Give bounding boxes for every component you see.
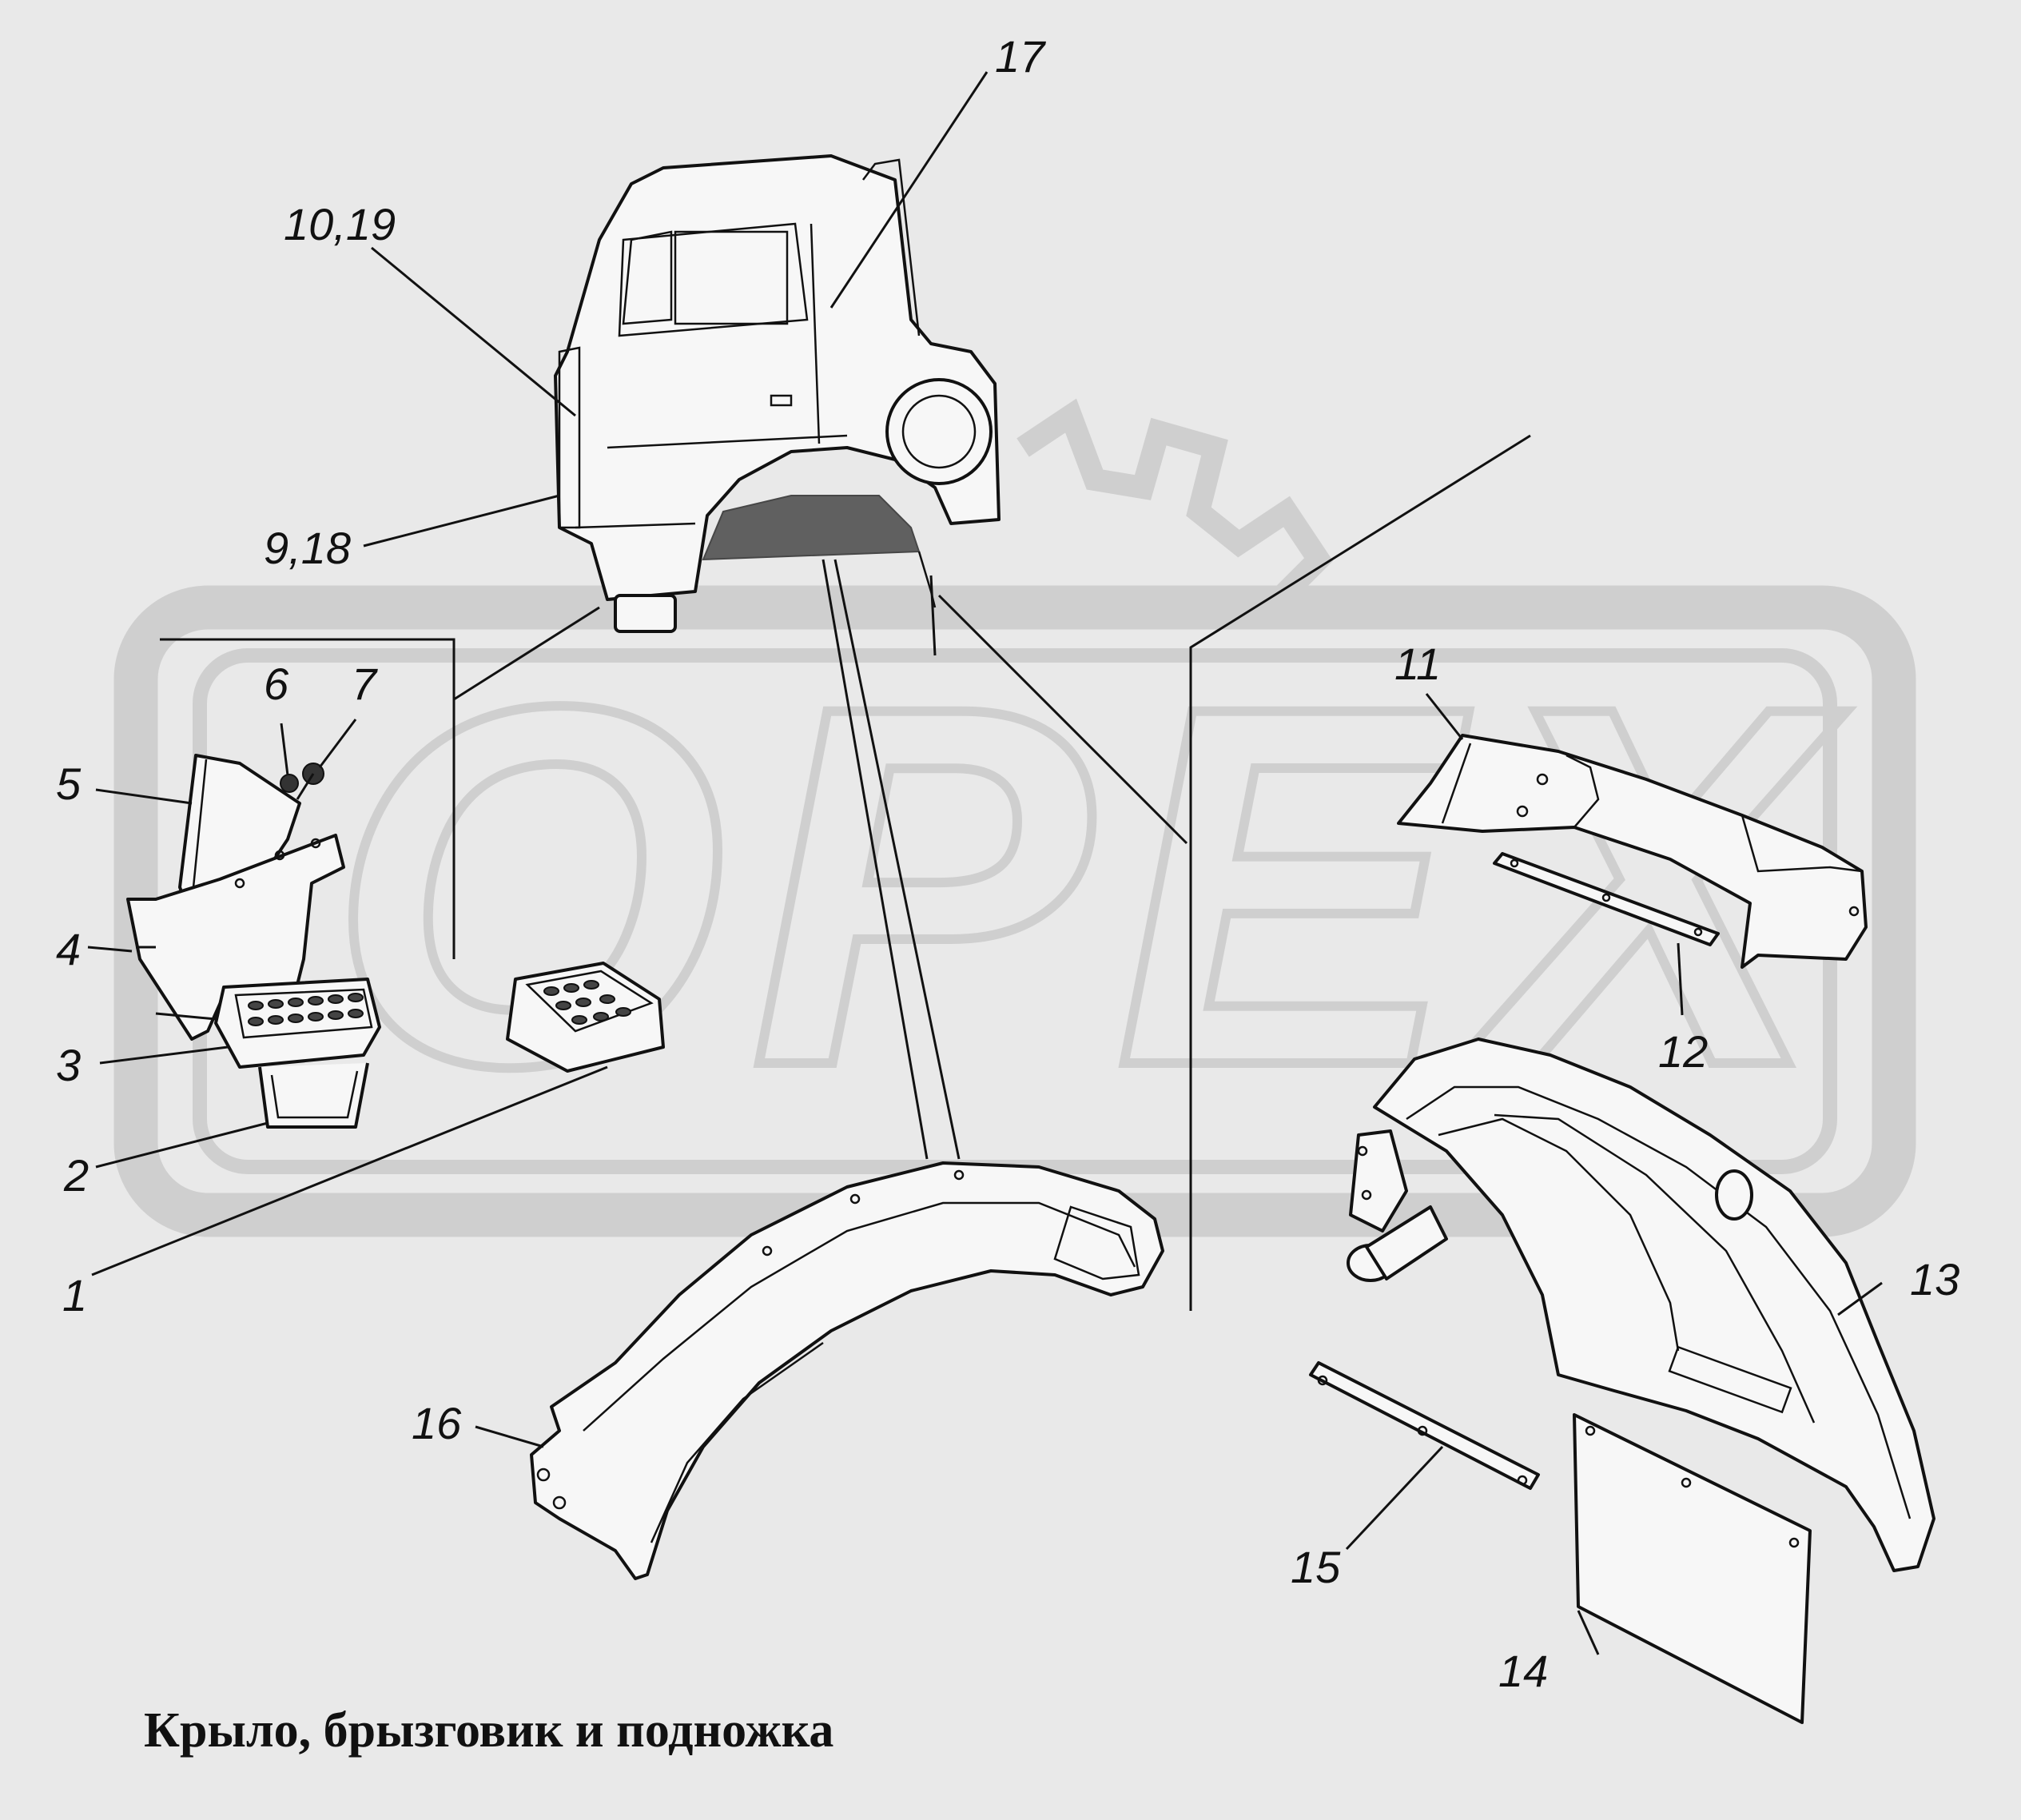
callout-11: 11 [1394, 639, 1441, 689]
truck-cab [554, 154, 1001, 633]
callout-1: 1 [62, 1270, 87, 1320]
callout-14: 14 [1498, 1646, 1548, 1696]
strip-part-15 [1309, 1361, 1540, 1490]
callout-4: 4 [56, 924, 81, 974]
mudflap-part-14 [1573, 1413, 1812, 1724]
callout-13: 13 [1910, 1254, 1959, 1304]
callout-3: 3 [56, 1040, 81, 1090]
bolt-part-6 [280, 774, 299, 793]
step-frame-part-2 [258, 1062, 369, 1129]
strip-part-12 [1493, 852, 1720, 946]
connector-lines [160, 434, 1531, 1311]
callout-2: 2 [63, 1150, 89, 1201]
callout-labels: 17 10,19 9,18 6 7 7 5 4 3 2 1 11 12 13 1… [56, 31, 1959, 1696]
bolt-part-7 [296, 763, 324, 800]
figure-caption: Крыло, брызговик и подножка [144, 1703, 833, 1758]
callout-5: 5 [56, 759, 82, 809]
callout-6: 6 [264, 659, 289, 709]
step-part-3 [214, 978, 381, 1069]
fender-part-16 [530, 1161, 1164, 1580]
callout-9-18: 9,18 [264, 523, 351, 573]
step-part-1 [506, 962, 665, 1073]
callout-17: 17 [995, 31, 1046, 82]
leader-lines [87, 71, 1883, 1655]
mudguard-part-11 [1397, 734, 1868, 969]
callout-15: 15 [1291, 1542, 1341, 1592]
callout-12: 12 [1658, 1026, 1708, 1077]
callout-10-19: 10,19 [284, 199, 396, 249]
fender-part-13 [1347, 1037, 1935, 1572]
